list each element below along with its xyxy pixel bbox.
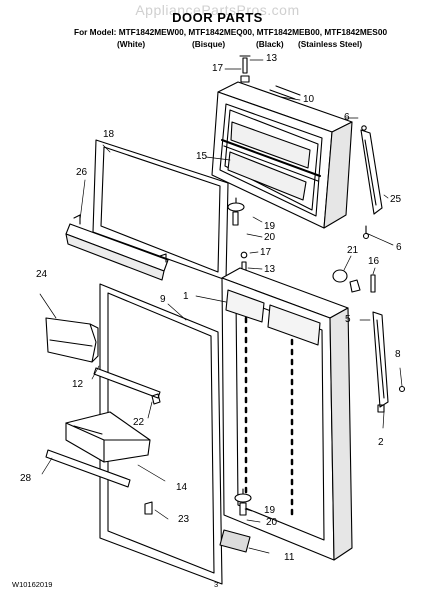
callout-20-upper: 20 (264, 232, 276, 243)
callout-6-lower: 6 (396, 242, 402, 253)
callout-2: 2 (378, 437, 384, 448)
fresh-food-door (221, 267, 353, 561)
callout-17-middle: 17 (260, 247, 272, 258)
callout-18: 18 (103, 129, 115, 140)
callout-13-middle: 13 (264, 264, 276, 275)
callout-25: 25 (390, 194, 402, 205)
callout-19-lower: 19 (264, 505, 276, 516)
page-number: 3 (214, 580, 219, 589)
freezer-door-shelf (65, 214, 169, 281)
callout-14: 14 (176, 482, 188, 493)
callout-23: 23 (178, 514, 190, 525)
color-black: (Black) (256, 39, 284, 49)
shelf-rail (93, 367, 161, 405)
freezer-door (211, 81, 353, 229)
callout-12: 12 (72, 379, 84, 390)
callout-22: 22 (133, 417, 145, 428)
callout-13-top: 13 (266, 53, 278, 64)
freezer-gasket (92, 139, 229, 281)
callout-17-top: 17 (212, 63, 224, 74)
door-bin (65, 411, 151, 463)
callout-5: 5 (345, 314, 351, 325)
callout-8: 8 (395, 349, 401, 360)
callout-6-top: 6 (344, 112, 350, 123)
door-nameplate (219, 529, 251, 553)
freezer-hinge (360, 125, 383, 240)
callout-16: 16 (368, 256, 380, 267)
color-stainless: (Stainless Steel) (298, 39, 363, 49)
top-screws (239, 55, 251, 83)
dairy-compartment-door (45, 317, 99, 363)
lower-cam (234, 488, 252, 516)
upper-cam (227, 197, 245, 226)
callout-20-lower: 20 (266, 517, 278, 528)
callout-24: 24 (36, 269, 48, 280)
callout-11: 11 (284, 552, 295, 563)
hinge-hardware (332, 269, 406, 393)
fresh-food-hinge (372, 311, 389, 413)
diagram-title: DOOR PARTS (172, 10, 263, 25)
callout-9: 9 (160, 294, 166, 305)
color-white: (White) (117, 39, 146, 49)
doc-number: W10162019 (12, 580, 53, 589)
model-list: For Model: MTF1842MEW00, MTF1842MEQ00, M… (74, 27, 388, 37)
callout-19-upper: 19 (264, 221, 276, 232)
callout-26: 26 (76, 167, 88, 178)
callout-10: 10 (303, 94, 315, 105)
watermark: AppliancePartsPros.com (135, 2, 300, 18)
bin-trim (45, 449, 153, 515)
color-bisque: (Bisque) (192, 39, 226, 49)
callout-15: 15 (196, 151, 208, 162)
callout-1: 1 (183, 291, 189, 302)
callout-28: 28 (20, 473, 32, 484)
leader-lines (39, 59, 403, 554)
callout-21: 21 (347, 245, 359, 256)
